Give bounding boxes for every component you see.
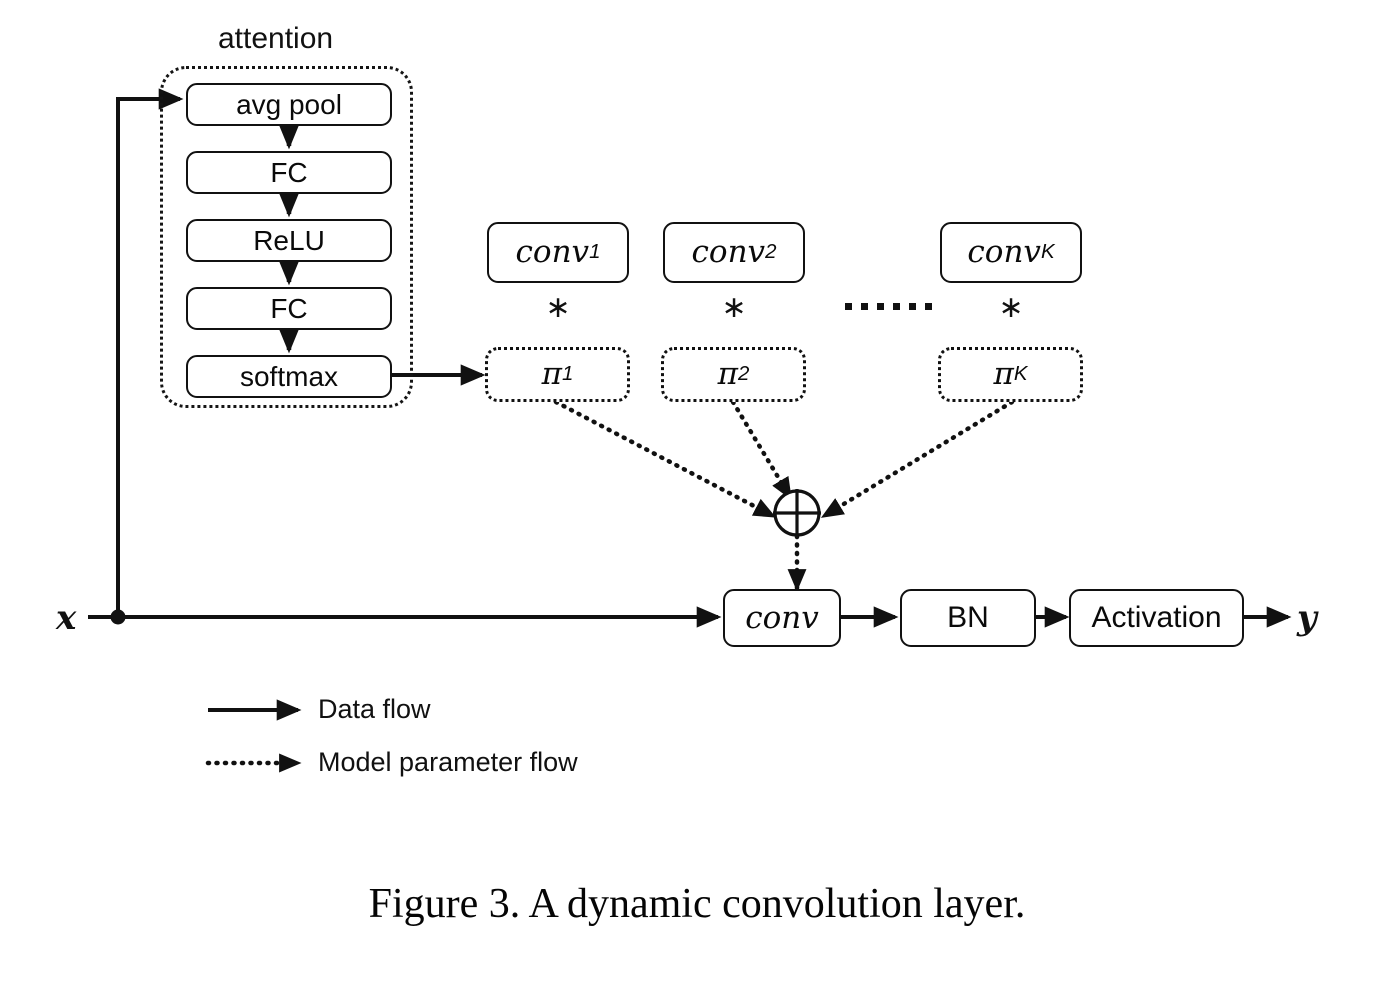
data-flow-main-bus (88, 606, 722, 628)
attention-group-label: attention (218, 22, 334, 55)
attention-weight-pi-2-base: π (717, 356, 738, 392)
figure-caption: Figure 3. A dynamic convolution layer. (368, 881, 1026, 927)
pipeline-box-conv-label: conv (745, 599, 819, 636)
attention-weight-pi-1-subscript: 1 (562, 362, 574, 386)
param-flow-pi1-to-sum (553, 399, 777, 519)
legend-item-data-flow-label: Data flow (318, 694, 431, 724)
attention-block-fc-1[interactable]: FC (186, 151, 392, 194)
param-flow-piK-to-sum (820, 399, 1015, 519)
pipeline-box-activation-label: Activation (1091, 601, 1222, 634)
ellipsis-group-right (893, 303, 932, 310)
input-label-x: x (56, 598, 77, 638)
conv-kernel-2-subscript: 2 (765, 240, 777, 264)
legend-item-param-flow-label: Model parameter flow (318, 747, 578, 777)
multiply-asterisk-k: ∗ (998, 290, 1024, 325)
conv-kernel-k-base: conv (967, 234, 1041, 270)
attention-block-relu[interactable]: ReLU (186, 219, 392, 262)
attention-block-fc-2-label: FC (270, 292, 308, 324)
multiply-asterisk-1: ∗ (545, 290, 571, 325)
ellipsis-group-left (845, 303, 884, 310)
conv-kernel-1-subscript: 1 (589, 240, 601, 264)
conv-kernel-2-base: conv (691, 234, 766, 270)
attention-weight-pi-2-subscript: 2 (738, 362, 750, 386)
pipeline-box-conv[interactable]: conv (723, 589, 841, 647)
attention-block-fc-1-label: FC (270, 156, 308, 188)
conv-kernel-1-base: conv (515, 234, 590, 270)
pipeline-box-activation[interactable]: Activation (1069, 589, 1244, 647)
conv-kernel-k-subscript: K (1040, 240, 1055, 264)
kernel-series-ellipsis (845, 303, 932, 310)
pipeline-box-bn[interactable]: BN (900, 589, 1036, 647)
multiply-asterisk-2: ∗ (721, 290, 747, 325)
attention-weight-pi-k-subscript: K (1013, 362, 1028, 386)
attention-block-avg-pool[interactable]: avg pool (186, 83, 392, 126)
attention-block-softmax-label: softmax (239, 360, 339, 392)
sum-node-glyph (773, 489, 821, 537)
pipeline-box-bn-label: BN (947, 601, 989, 634)
attention-weight-pi-k-base: π (993, 356, 1014, 392)
attention-block-softmax[interactable]: softmax (186, 355, 392, 398)
param-flow-pi2-to-sum (730, 399, 793, 501)
attention-block-fc-2[interactable]: FC (186, 287, 392, 330)
attention-block-relu-label: ReLU (253, 224, 325, 256)
attention-group-container (160, 66, 413, 408)
attention-block-avg-pool-label: avg pool (236, 88, 342, 120)
output-label-y: y (1297, 598, 1317, 638)
attention-weight-pi-1-base: π (541, 356, 562, 392)
